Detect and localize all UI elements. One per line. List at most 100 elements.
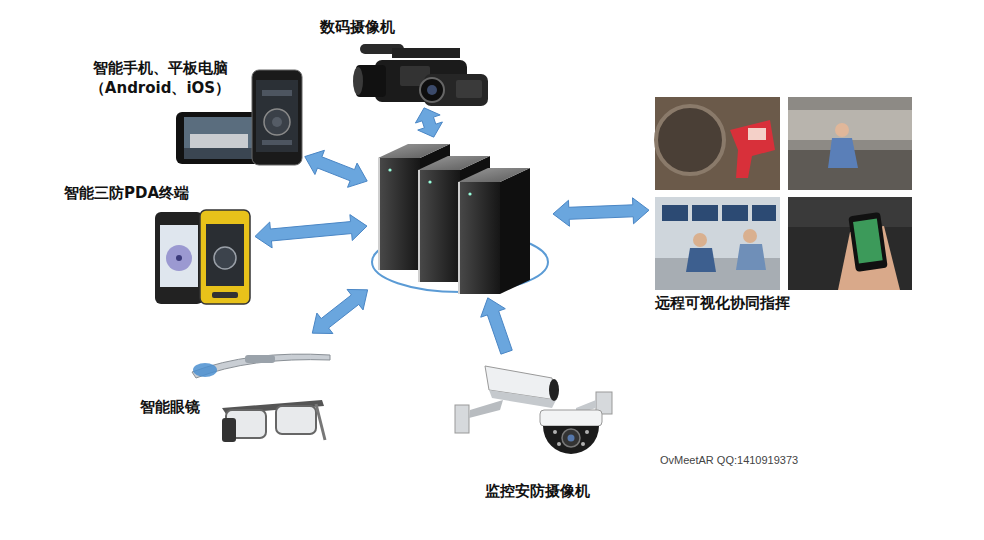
pda-picture-part	[166, 245, 192, 271]
glasses-picture-part	[222, 418, 236, 442]
server-node	[370, 140, 550, 295]
glasses-picture-part	[276, 406, 316, 434]
glasses-picture	[192, 354, 330, 442]
watermark: OvMeetAR QQ:1410919373	[660, 454, 798, 466]
server-picture-part	[418, 170, 460, 282]
surveillance-camera-picture-part	[549, 379, 559, 401]
surveillance-node: 监控安防摄像机	[452, 355, 615, 505]
remote-command-photos-part	[788, 97, 912, 190]
block-arrow	[312, 289, 367, 333]
phone-tablet-picture-part	[184, 117, 260, 159]
camcorder-picture-part	[456, 80, 482, 98]
surveillance-camera-picture-part	[557, 442, 561, 446]
surveillance-camera-picture-part	[489, 390, 556, 408]
remote-command-node: 远程可视化协同指挥	[652, 95, 915, 315]
server-picture-part	[500, 168, 530, 294]
remote-command-photos-part	[655, 97, 780, 190]
surveillance-camera-picture	[455, 366, 612, 454]
remote-command-photos-part	[736, 244, 766, 270]
remote-command-photos-part	[848, 212, 887, 272]
remote-command-photos-part	[853, 219, 883, 264]
block-arrow	[481, 298, 513, 354]
camcorder-picture-part	[353, 67, 363, 95]
node-label: 智能眼镜	[140, 397, 216, 417]
camcorder-picture-part	[420, 78, 444, 102]
block-arrow	[415, 108, 442, 137]
surveillance-camera-picture-part	[455, 405, 469, 433]
phone-tablet-picture-part	[190, 134, 248, 148]
pda-picture-part	[206, 224, 244, 286]
server-picture-part	[468, 192, 471, 195]
block-arrow	[305, 150, 367, 187]
node-label: 智能三防PDA终端	[64, 183, 249, 203]
block-arrow	[255, 215, 367, 248]
server-picture-part	[378, 144, 450, 158]
surveillance-camera-picture-part	[469, 400, 503, 418]
phone-tablet-picture-part	[262, 140, 292, 145]
camcorder-picture-part	[392, 48, 460, 58]
glasses-picture-part	[316, 404, 325, 440]
pda-picture-part	[200, 210, 250, 304]
remote-command-photos-part	[722, 205, 748, 221]
block-arrow	[553, 198, 649, 226]
remote-command-photos-part	[730, 120, 775, 178]
phone-tablet-picture-part	[262, 90, 292, 96]
remote-command-photos-part	[655, 197, 780, 290]
surveillance-camera-picture-part	[562, 429, 580, 447]
surveillance-camera-picture-part	[568, 435, 575, 442]
remote-command-photos-part	[686, 248, 716, 272]
remote-command-photos	[655, 97, 912, 290]
server-picture-part	[418, 170, 420, 282]
pda-picture	[155, 210, 250, 304]
remote-command-photos-part	[692, 205, 718, 221]
pda-node: 智能三防PDA终端	[62, 183, 252, 308]
server-picture-part	[418, 156, 490, 170]
surveillance-camera-picture-part	[543, 426, 599, 454]
remote-command-photos-part	[788, 110, 912, 140]
node-label: 远程可视化协同指挥	[655, 293, 875, 313]
glasses-picture-part	[192, 354, 330, 378]
pda-picture-part	[160, 225, 198, 287]
remote-command-photos-part	[743, 229, 757, 243]
node-label: 数码摄像机	[320, 17, 440, 37]
pda-picture-part	[214, 247, 236, 269]
surveillance-camera-picture-part	[581, 442, 585, 446]
server-picture-part	[458, 182, 500, 294]
camcorder-picture-part	[427, 85, 437, 95]
glasses-picture-part	[245, 355, 275, 363]
mobile-device-node: 智能手机、平板电脑 （Android、iOS）	[78, 55, 302, 168]
camcorder-node: 数码摄像机	[318, 12, 498, 105]
remote-command-photos-part	[752, 205, 776, 221]
server-picture-part	[378, 158, 380, 270]
phone-tablet-picture-part	[256, 80, 298, 152]
node-label: 智能手机、平板电脑 （Android、iOS）	[80, 58, 240, 98]
server-picture-part	[458, 182, 460, 294]
remote-command-photos-part	[828, 138, 858, 168]
remote-command-photos-part	[693, 233, 707, 247]
server-picture-part	[458, 168, 530, 182]
glasses-node: 智能眼镜	[138, 335, 335, 450]
glasses-picture-part	[193, 363, 217, 377]
phone-tablet-picture-part	[252, 70, 302, 165]
server-picture	[372, 144, 548, 294]
surveillance-camera-picture-part	[553, 430, 557, 434]
remote-command-photos-part	[788, 197, 912, 290]
pda-picture-part	[212, 292, 238, 298]
server-picture-part	[428, 180, 431, 183]
server-picture-part	[388, 168, 391, 171]
surveillance-camera-picture-part	[585, 430, 589, 434]
surveillance-camera-picture-part	[540, 410, 602, 426]
node-label: 监控安防摄像机	[485, 481, 610, 501]
remote-command-photos-part	[656, 106, 724, 174]
phone-tablet-picture-part	[272, 117, 282, 127]
pda-picture-part	[155, 212, 203, 304]
remote-command-photos-part	[748, 128, 766, 140]
phone-tablet-picture-part	[264, 109, 290, 135]
pda-picture-part	[176, 255, 182, 261]
server-picture-part	[378, 158, 420, 270]
phone-tablet-picture-part	[184, 148, 260, 159]
camcorder-picture	[353, 44, 488, 106]
remote-command-photos-part	[662, 205, 688, 221]
